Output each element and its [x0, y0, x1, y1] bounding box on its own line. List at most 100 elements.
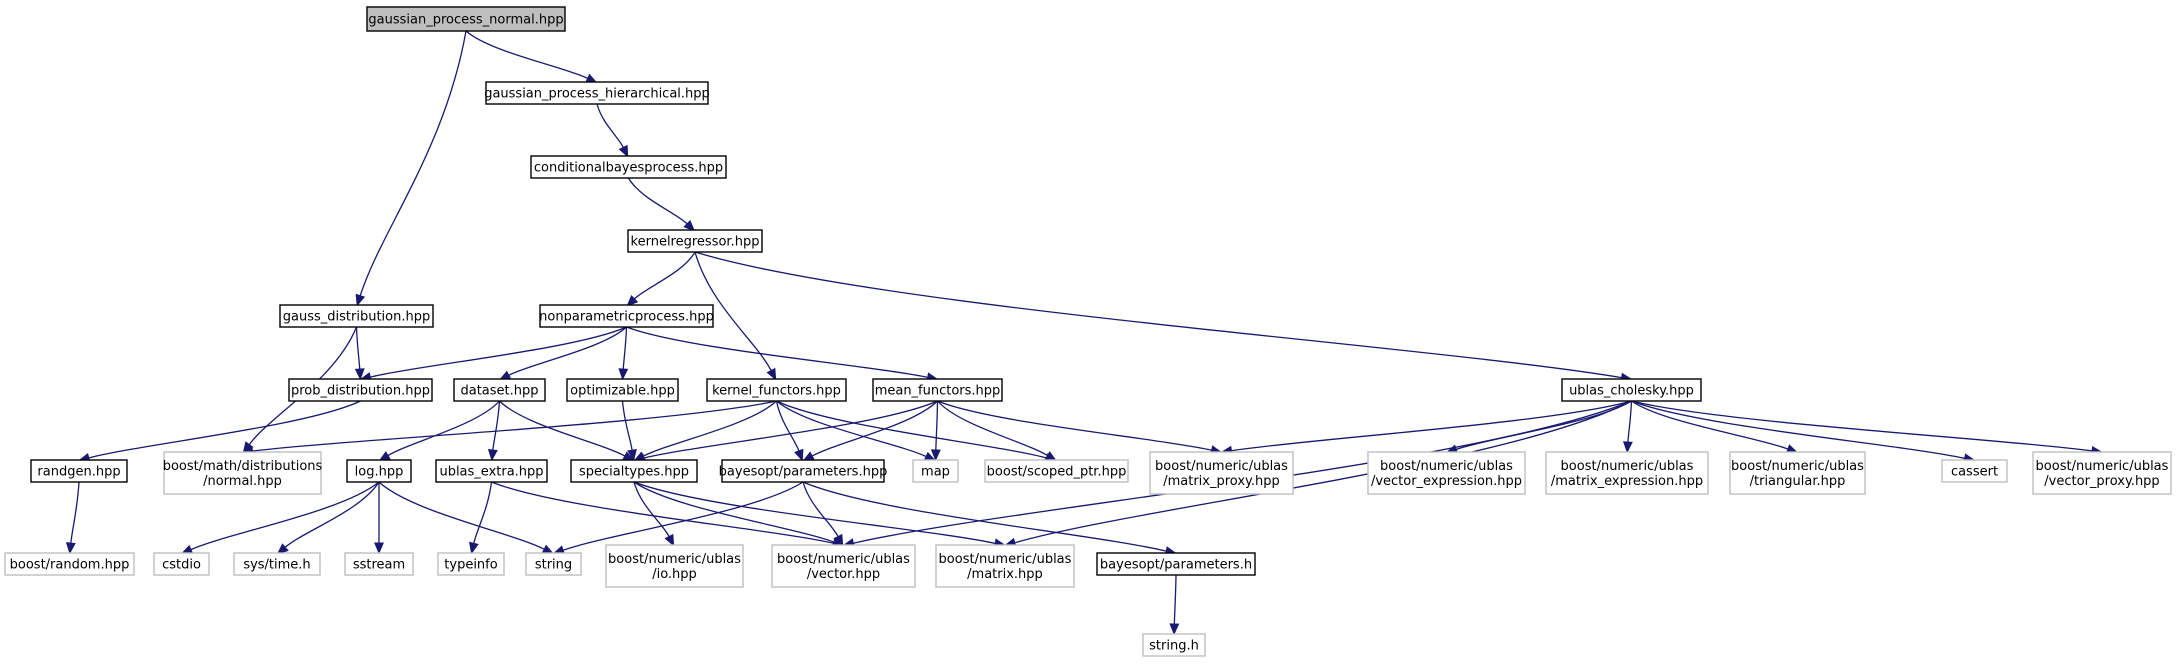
node-label: /matrix.hpp	[967, 567, 1043, 582]
node-label: sys/time.h	[243, 558, 310, 573]
node-mf[interactable]: mean_functors.hpp	[872, 378, 1003, 402]
node-label: boost/numeric/ublas	[1380, 459, 1513, 474]
node-label: mean_functors.hpp	[875, 384, 1001, 399]
node-uc[interactable]: ublas_cholesky.hpp	[1561, 378, 1702, 402]
edge-kf-to-st	[633, 400, 777, 462]
node-label: /vector_proxy.hpp	[2044, 474, 2159, 489]
node-box	[1142, 633, 1206, 657]
edge-line	[776, 400, 927, 458]
node-bme[interactable]: boost/numeric/ublas/matrix_expression.hp…	[1545, 451, 1709, 495]
node-bve[interactable]: boost/numeric/ublas/vector_expression.hp…	[1367, 451, 1526, 495]
edge-gd-to-pd	[354, 326, 365, 381]
node-label: /vector_expression.hpp	[1371, 474, 1522, 489]
node-cstdio[interactable]: cstdio	[153, 552, 210, 576]
node-bmat[interactable]: boost/numeric/ublas/matrix.hpp	[935, 544, 1075, 588]
node-cas[interactable]: cassert	[1941, 459, 2008, 483]
node-opt[interactable]: optimizable.hpp	[566, 378, 679, 402]
node-rg[interactable]: randgen.hpp	[30, 459, 128, 483]
node-log[interactable]: log.hpp	[346, 459, 412, 483]
node-box	[771, 544, 916, 588]
node-bvec[interactable]: boost/numeric/ublas/vector.hpp	[771, 544, 916, 588]
node-map[interactable]: map	[912, 459, 959, 483]
node-bvp[interactable]: boost/numeric/ublas/vector_proxy.hpp	[2032, 451, 2172, 495]
node-label: specialtypes.hpp	[579, 465, 689, 480]
node-bsp[interactable]: boost/scoped_ptr.hpp	[984, 459, 1129, 483]
node-label: dataset.hpp	[460, 384, 538, 399]
edge-arrowhead	[1622, 441, 1633, 454]
node-box	[984, 459, 1129, 483]
node-bph[interactable]: bayesopt/parameters.h	[1096, 552, 1256, 576]
edge-line	[387, 400, 500, 457]
edges-layer	[65, 30, 2104, 636]
node-cbp[interactable]: conditionalbayesprocess.hpp	[530, 155, 727, 179]
edge-mf-to-st	[632, 400, 938, 463]
node-kr[interactable]: kernelregressor.hpp	[627, 229, 763, 253]
node-gd[interactable]: gauss_distribution.hpp	[279, 304, 434, 328]
node-label: boost/math/distributions	[163, 459, 323, 474]
node-box	[1561, 378, 1702, 402]
edge-line	[465, 30, 588, 79]
node-bio[interactable]: boost/numeric/ublas/io.hpp	[605, 544, 744, 588]
node-box	[1367, 451, 1526, 495]
node-box	[485, 81, 709, 105]
edge-line	[776, 400, 1047, 459]
node-ue[interactable]: ublas_extra.hpp	[435, 459, 548, 483]
edge-line	[1631, 400, 1965, 459]
edge-kf-to-map	[776, 400, 937, 462]
edge-uc-to-bme	[1622, 400, 1633, 454]
node-pd[interactable]: prob_distribution.hpp	[288, 378, 433, 402]
edge-arrowhead	[683, 219, 696, 232]
node-str[interactable]: string	[525, 552, 582, 576]
edge-line	[937, 400, 1048, 457]
node-box	[1149, 451, 1294, 495]
node-ds[interactable]: dataset.hpp	[453, 378, 546, 402]
edge-line	[370, 326, 627, 378]
node-box	[453, 378, 546, 402]
edge-uc-to-bve	[1445, 400, 1632, 454]
edge-kr-to-npp	[626, 251, 696, 307]
node-kf[interactable]: kernel_functors.hpp	[706, 378, 847, 402]
edge-kf-to-bpp	[775, 400, 804, 462]
edge-ue-to-ti	[469, 481, 493, 555]
edge-st-to-bio	[633, 481, 675, 547]
edge-line	[70, 481, 80, 544]
node-label: sstream	[353, 558, 405, 573]
edge-gph-to-cbp	[596, 103, 629, 158]
edge-arrowhead	[626, 294, 639, 307]
node-syst[interactable]: sys/time.h	[233, 552, 321, 576]
node-label: gauss_distribution.hpp	[283, 310, 430, 325]
node-gph[interactable]: gaussian_process_hierarchical.hpp	[484, 81, 710, 105]
node-npp[interactable]: nonparametricprocess.hpp	[539, 304, 714, 328]
node-bpp[interactable]: bayesopt/parameters.hpp	[719, 459, 888, 483]
edge-gpn-to-gd	[355, 30, 467, 307]
node-gpn[interactable]: gaussian_process_normal.hpp	[366, 6, 566, 32]
node-ti[interactable]: typeinfo	[437, 552, 505, 576]
node-label: gaussian_process_normal.hpp	[368, 13, 563, 28]
node-btri[interactable]: boost/numeric/ublas/triangular.hpp	[1729, 451, 1866, 495]
edge-rg-to-br	[65, 481, 80, 555]
edge-gpn-to-gph	[465, 30, 598, 84]
edge-kr-to-uc	[694, 251, 1633, 383]
node-box	[627, 229, 763, 253]
node-label: boost/numeric/ublas	[1155, 459, 1288, 474]
edge-ds-to-ue	[487, 400, 501, 462]
node-br[interactable]: boost/random.hpp	[4, 552, 135, 576]
edge-arrowhead	[618, 368, 629, 381]
node-label: kernelregressor.hpp	[631, 235, 760, 250]
node-bmn[interactable]: boost/math/distributions/normal.hpp	[163, 451, 323, 495]
edge-line	[1173, 574, 1177, 625]
node-box	[344, 552, 414, 576]
node-box	[346, 459, 412, 483]
edge-npp-to-ds	[498, 326, 627, 381]
node-label: boost/numeric/ublas	[777, 552, 910, 567]
node-sstr[interactable]: sstream	[344, 552, 414, 576]
node-label: /matrix_proxy.hpp	[1163, 474, 1280, 489]
edge-arrowhead	[618, 144, 629, 158]
node-box	[1729, 451, 1866, 495]
node-st[interactable]: specialtypes.hpp	[570, 459, 698, 483]
edge-line	[473, 481, 493, 544]
edge-arrowhead	[354, 368, 365, 381]
node-bmp[interactable]: boost/numeric/ublas/matrix_proxy.hpp	[1149, 451, 1294, 495]
node-strh[interactable]: string.h	[1142, 633, 1206, 657]
